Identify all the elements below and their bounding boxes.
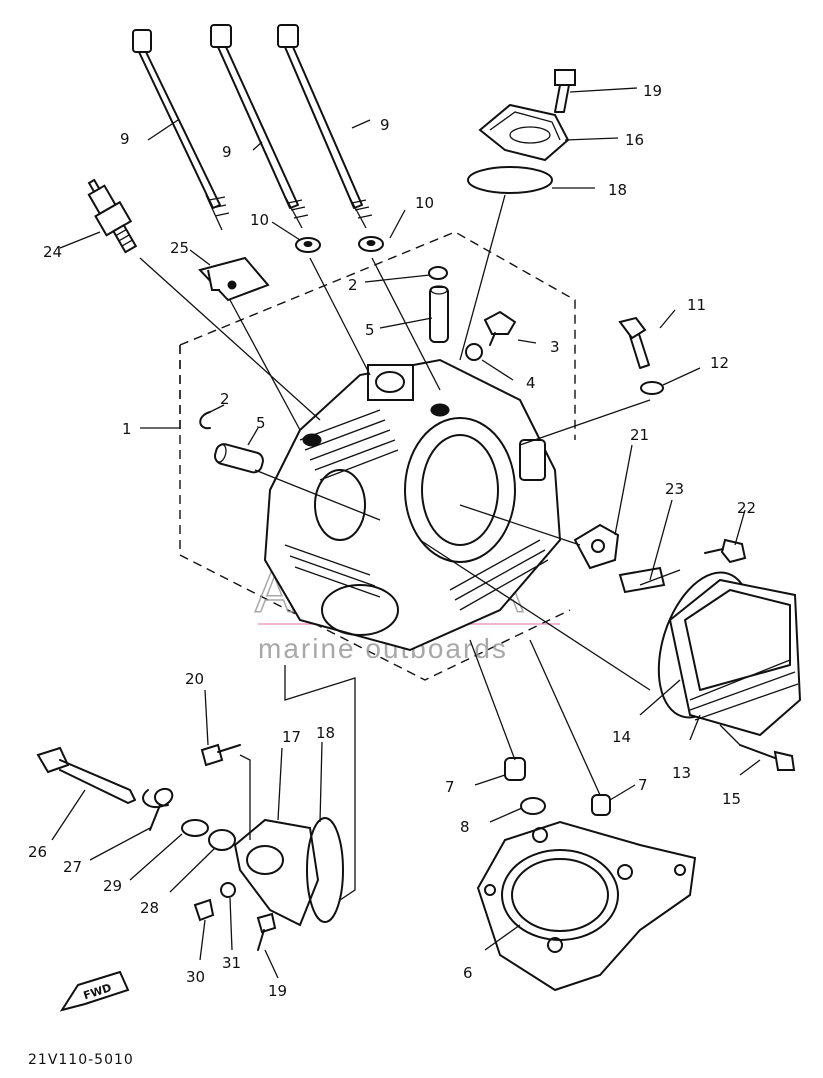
o-ring-top: [467, 166, 553, 194]
callout-10a: 10: [250, 211, 269, 229]
callout-18b: 18: [316, 724, 335, 742]
callout-20: 20: [185, 670, 204, 688]
bolt-15: [739, 744, 796, 771]
stud-bolt-right: [277, 24, 373, 229]
bolt-3: [483, 310, 517, 346]
callout-9c: 9: [380, 116, 390, 134]
washer-31: [220, 882, 236, 898]
stud-bolts: [132, 24, 373, 231]
cover-17: [233, 818, 320, 927]
callout-10b: 10: [415, 194, 434, 212]
diagram-code: 21V110-5010: [28, 1052, 134, 1068]
callout-28: 28: [140, 899, 159, 917]
callout-30: 30: [186, 968, 205, 986]
bracket: [198, 256, 270, 302]
bolt-11: [618, 316, 650, 369]
cylinder-head-gasket-6: [476, 820, 697, 992]
callout-18a: 18: [608, 181, 627, 199]
spark-plug: [87, 178, 138, 254]
valve-guide-5-left: [213, 443, 264, 474]
callout-5b: 5: [256, 414, 266, 432]
callout-29: 29: [103, 877, 122, 895]
callout-7a: 7: [445, 778, 455, 796]
spring-27: [142, 787, 174, 831]
callout-19a: 19: [643, 82, 662, 100]
stud-bolt-middle: [210, 24, 309, 229]
washer-12: [640, 381, 664, 395]
callout-16: 16: [625, 131, 644, 149]
callout-11: 11: [687, 296, 706, 314]
washer-29: [181, 819, 209, 837]
callout-24: 24: [43, 243, 62, 261]
callout-22: 22: [737, 499, 756, 517]
callout-5a: 5: [365, 321, 375, 339]
callout-6: 6: [463, 964, 473, 982]
cam-cap-top: [478, 103, 570, 162]
plug-4: [465, 343, 483, 361]
o-ring-18-bottom: [306, 817, 344, 923]
leader-lines: [51, 87, 761, 979]
callout-26: 26: [28, 843, 47, 861]
callout-19b: 19: [268, 982, 287, 1000]
tensioner-21: [573, 523, 620, 570]
valve-guide-5-top: [429, 285, 449, 343]
bolt-20: [200, 743, 241, 767]
callout-9a: 9: [120, 130, 130, 148]
dowel-pin-7-left: [504, 757, 526, 781]
callout-9b: 9: [222, 143, 232, 161]
bolt-19-bottom: [256, 912, 277, 951]
stud-bolt-left: [132, 29, 230, 231]
dowel-pin-7-right: [591, 794, 611, 816]
callout-2a: 2: [348, 276, 358, 294]
callout-2b: 2: [220, 390, 230, 408]
decomp-shaft-26: [36, 746, 136, 804]
callout-27: 27: [63, 858, 82, 876]
callout-17: 17: [282, 728, 301, 746]
callout-3: 3: [550, 338, 560, 356]
gasket-23: [618, 566, 666, 594]
pin-30: [193, 898, 215, 922]
callout-25: 25: [170, 239, 189, 257]
callout-labels: 9 9 9 10 10 24 25 2 5 3 4 11 12 19 16 18…: [28, 82, 756, 1000]
callout-15: 15: [722, 790, 741, 808]
callout-13: 13: [672, 764, 691, 782]
clip-2-left: [199, 411, 211, 430]
cylinder-head: [263, 358, 562, 652]
fwd-arrow: FWD: [59, 970, 130, 1012]
washers-10: [295, 236, 384, 253]
callout-21: 21: [630, 426, 649, 444]
callout-7b: 7: [638, 776, 648, 794]
side-cover-13: [668, 578, 802, 737]
washer-8: [520, 797, 546, 815]
callout-8: 8: [460, 818, 470, 836]
callout-14: 14: [612, 728, 631, 746]
callout-1: 1: [122, 420, 132, 438]
callout-31: 31: [222, 954, 241, 972]
oil-seal-28: [208, 829, 236, 851]
bolt-19-top: [554, 69, 576, 113]
callout-12: 12: [710, 354, 729, 372]
clip-2-top: [428, 266, 448, 280]
callout-23: 23: [665, 480, 684, 498]
bolt-22: [704, 538, 747, 564]
callout-4: 4: [526, 374, 536, 392]
